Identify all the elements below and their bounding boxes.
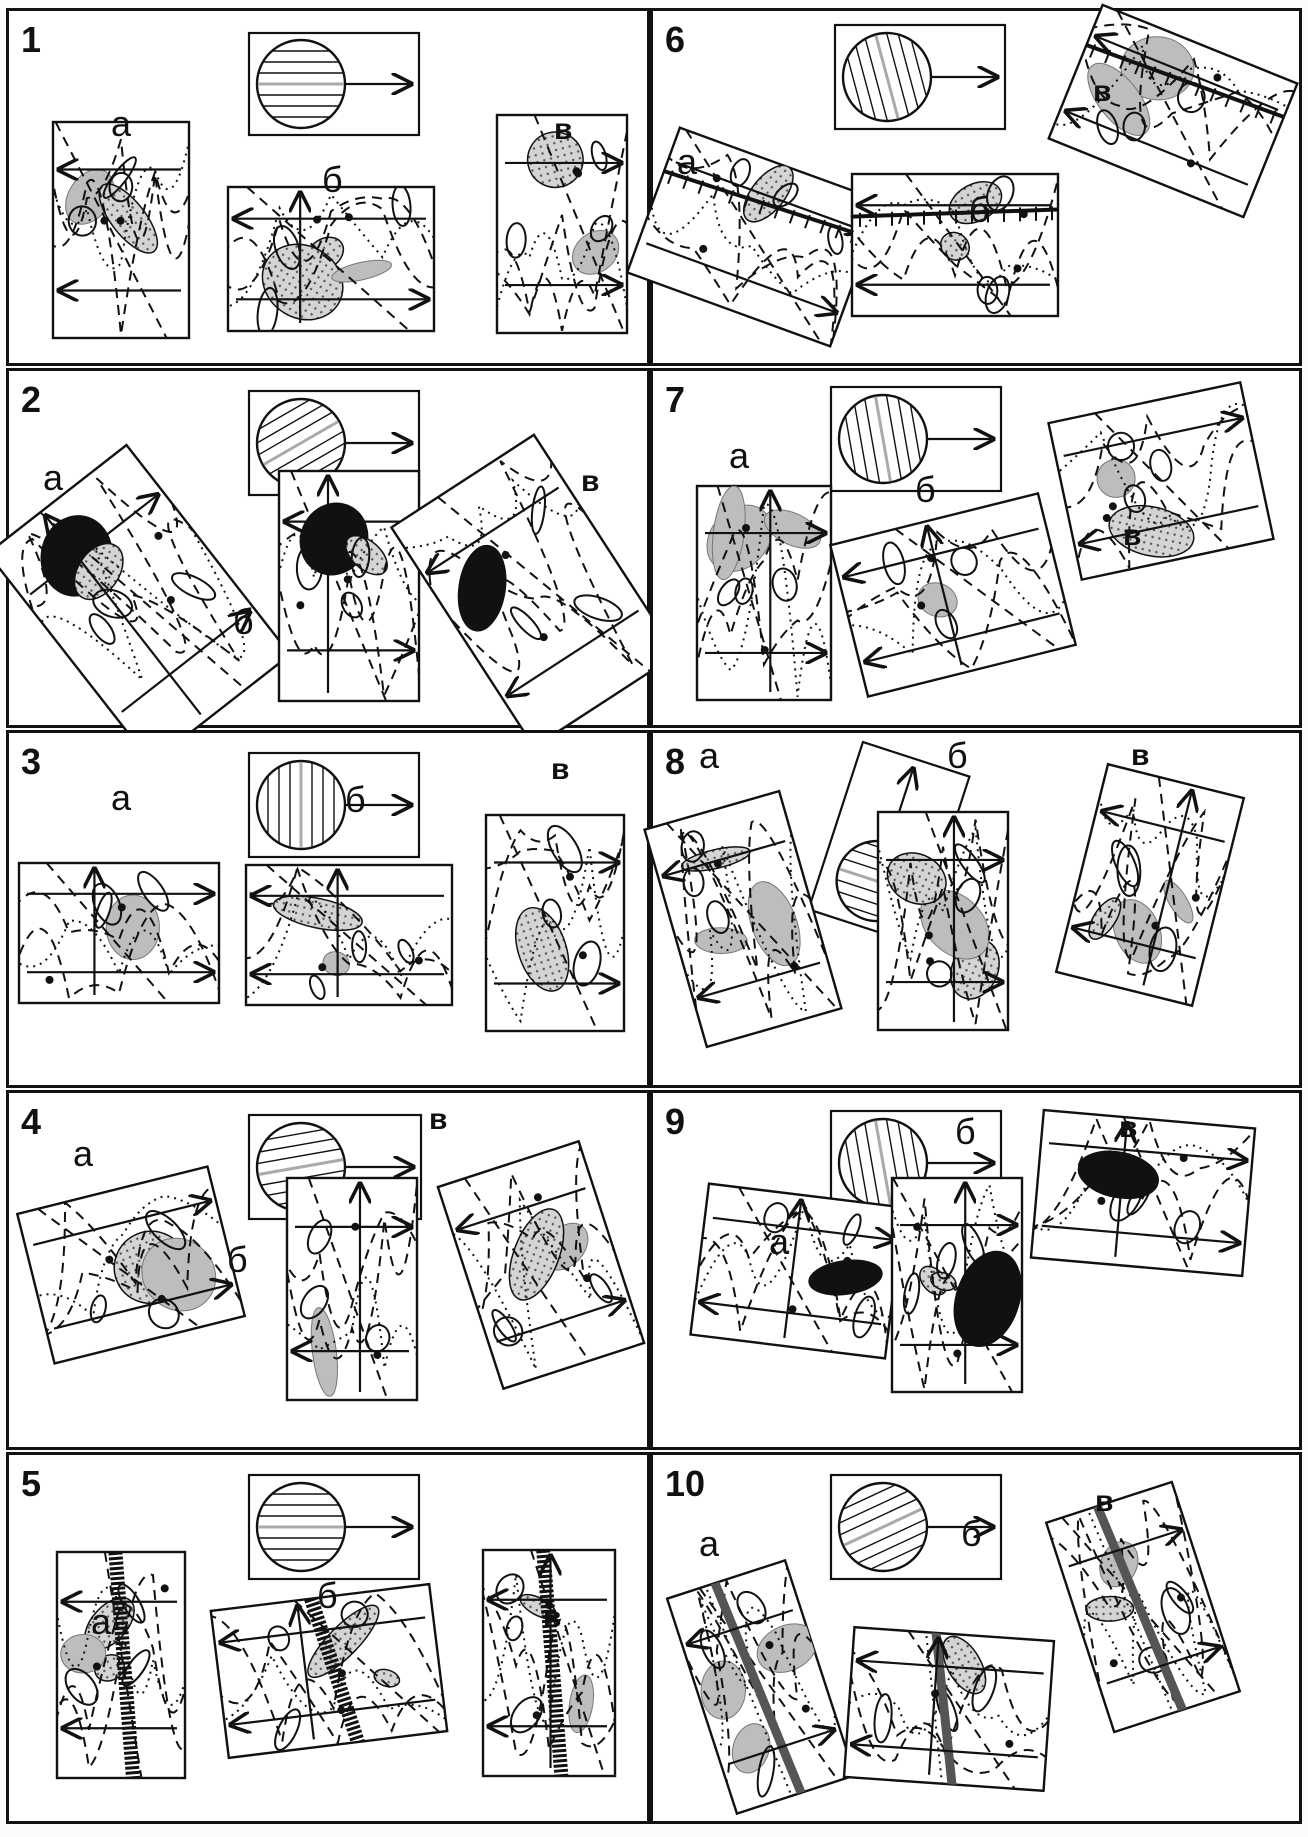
map-label-a: а [73, 1133, 94, 1174]
panel-figure-3 [17, 751, 626, 1033]
map-label-b: б [322, 159, 343, 200]
compass-orientation-icon [833, 23, 1007, 131]
mini-map-6-3 [1047, 3, 1299, 219]
map-label-v: в [1131, 739, 1150, 772]
compass-orientation-icon [825, 1469, 1003, 1585]
map-label-a: а [699, 1523, 720, 1564]
exercise-panel-9: 9 а б в [650, 1090, 1302, 1450]
mini-map-4-3 [436, 1139, 646, 1391]
mini-map-4-1 [15, 1165, 247, 1365]
mini-map-8-3 [1054, 762, 1246, 1008]
mini-map-2-1 [0, 443, 292, 765]
mini-map-6-2 [850, 172, 1060, 318]
mini-map-9-1 [689, 1182, 905, 1360]
compass-orientation-icon [247, 751, 421, 859]
compass-orientation-icon [247, 31, 421, 137]
map-label-v: в [554, 113, 573, 146]
compass-orientation-icon [829, 385, 1003, 493]
panel-figure-7 [695, 380, 1275, 702]
map-label-a: а [677, 141, 698, 182]
exercise-panel-6: 6 а б в [625, 3, 1302, 366]
map-label-v: в [1093, 75, 1112, 108]
panel-number: 10 [665, 1463, 706, 1504]
mini-map-3-2 [244, 863, 454, 1007]
map-label-v: в [581, 465, 600, 498]
map-label-a: а [91, 1601, 112, 1642]
map-label-v: в [543, 1601, 562, 1634]
panel-figure-4 [15, 1113, 646, 1402]
map-label-v: в [1119, 1111, 1138, 1144]
mini-map-8-1 [643, 789, 843, 1049]
panel-figure-6 [625, 3, 1299, 348]
panel-figure-1 [51, 31, 629, 340]
map-label-a: а [699, 735, 720, 776]
map-label-a: а [111, 103, 132, 144]
mini-map-7-1 [695, 484, 833, 702]
map-label-v: в [1123, 519, 1142, 552]
mini-map-5-3 [481, 1548, 617, 1778]
exercise-panel-5: 5 а б в [6, 1452, 650, 1824]
map-label-a: а [769, 1221, 790, 1262]
compass-orientation-icon [247, 1473, 421, 1581]
panel-figure-2 [0, 384, 679, 765]
panel-number: 5 [21, 1463, 42, 1504]
mini-map-9-3 [1029, 1108, 1257, 1278]
mini-map-3-1 [17, 861, 221, 1005]
mini-map-7-3 [1047, 380, 1275, 582]
panel-number: 1 [21, 19, 42, 60]
map-label-v: в [1095, 1485, 1114, 1518]
map-label-a: а [729, 435, 750, 476]
panel-number: 6 [665, 19, 686, 60]
mini-map-6-1 [625, 126, 885, 348]
panel-figure-5 [55, 1473, 617, 1780]
panel-figure-8 [643, 740, 1246, 1049]
mini-map-8-2 [876, 810, 1010, 1032]
map-label-b: б [317, 1575, 338, 1616]
mini-map-10-2 [842, 1625, 1056, 1793]
panel-number: 7 [665, 379, 686, 420]
exercise-panel-7: 7 а б в [650, 368, 1302, 728]
mini-map-1-3 [495, 113, 629, 335]
map-label-b: б [233, 601, 254, 642]
mini-map-5-2 [209, 1582, 449, 1760]
map-label-b: б [227, 1239, 248, 1280]
exercise-panel-3: 3 а б в [6, 730, 650, 1088]
map-label-a: а [43, 457, 64, 498]
map-label-b: б [915, 469, 936, 510]
map-label-v: в [429, 1103, 448, 1136]
panel-figure-10 [665, 1469, 1242, 1816]
panel-number: 2 [21, 379, 42, 420]
panel-number: 9 [665, 1101, 686, 1142]
panel-number: 4 [21, 1101, 42, 1142]
map-label-b: б [961, 1513, 982, 1554]
mini-map-5-1 [55, 1550, 187, 1780]
panel-number: 3 [21, 741, 42, 782]
mini-map-7-2 [828, 491, 1078, 699]
mini-map-10-1 [665, 1558, 857, 1816]
map-label-b: б [947, 735, 968, 776]
mini-map-9-2 [890, 1176, 1024, 1394]
map-label-b: б [345, 779, 366, 820]
map-label-v: в [551, 753, 570, 786]
mini-map-3-3 [484, 813, 626, 1033]
mini-map-1-2 [226, 185, 436, 333]
mini-map-2-3 [389, 433, 679, 749]
mini-map-2-2 [277, 469, 421, 703]
exercise-panel-1: 1 а б в [6, 8, 650, 366]
map-label-b: б [969, 189, 990, 230]
map-label-b: б [955, 1111, 976, 1152]
mini-map-4-2 [285, 1176, 419, 1402]
panel-number: 8 [665, 741, 686, 782]
panel-figure-9 [689, 1108, 1257, 1394]
exercise-panel-10: 10 а б в [650, 1452, 1302, 1824]
map-label-a: а [111, 777, 132, 818]
mini-map-10-3 [1044, 1480, 1242, 1734]
mini-map-1-1 [51, 120, 191, 340]
